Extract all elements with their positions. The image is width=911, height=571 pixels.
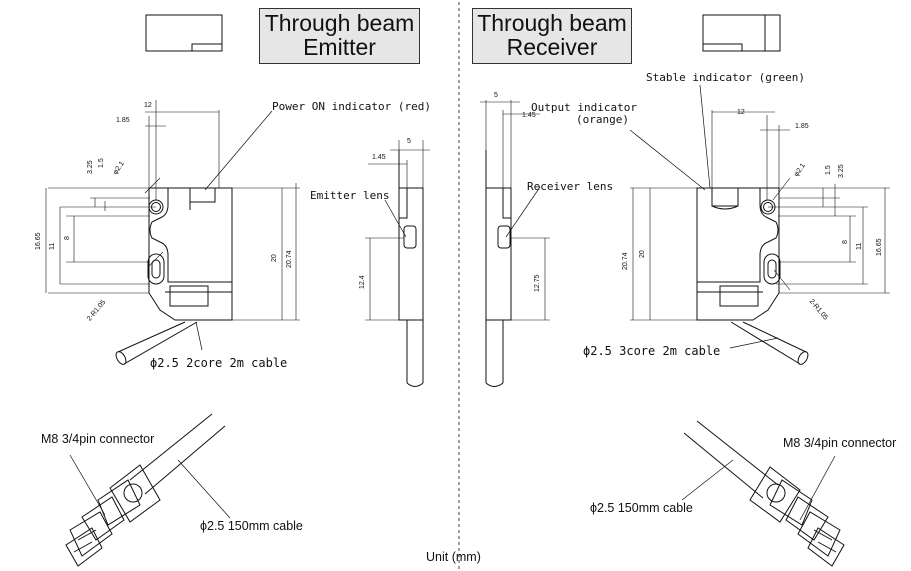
emitter-header: Through beam Emitter bbox=[259, 8, 420, 64]
dim-185-left: 1.85 bbox=[116, 117, 130, 124]
emitter-dim-lines bbox=[45, 100, 300, 321]
emitter-side-body bbox=[398, 150, 424, 387]
emitter-leaders bbox=[195, 110, 407, 351]
left-connector-leaders bbox=[69, 454, 231, 519]
receiver-front-dim-lines bbox=[630, 110, 890, 321]
dim-325-left: 3.25 bbox=[87, 160, 94, 174]
dim-145-right-side: 1.45 bbox=[522, 112, 536, 119]
emitter-header-line1: Through beam bbox=[264, 10, 415, 36]
receiver-side-dim-lines bbox=[480, 100, 550, 321]
dim-145-left-side: 1.45 bbox=[372, 154, 386, 161]
emitter-top-view bbox=[145, 14, 223, 52]
right-connector-drawing bbox=[683, 420, 845, 567]
dim-11-right: 11 bbox=[856, 242, 863, 250]
receiver-top-view bbox=[702, 14, 781, 52]
emitter-cable-label: ϕ2.5 2core 2m cable bbox=[150, 356, 288, 370]
receiver-front-body bbox=[696, 187, 809, 365]
dim-1665-right: 16.65 bbox=[876, 238, 883, 256]
right-connector-leaders bbox=[681, 455, 836, 521]
receiver-lens-label: Receiver lens bbox=[527, 180, 614, 193]
dim-12-right: 12 bbox=[737, 109, 745, 116]
stable-indicator-label: Stable indicator (green) bbox=[646, 71, 805, 84]
left-cable-label: ϕ2.5 150mm cable bbox=[200, 519, 303, 533]
right-cable-label: ϕ2.5 150mm cable bbox=[590, 501, 693, 515]
dim-124-left-side: 12.4 bbox=[359, 275, 366, 289]
dim-1665-left: 16.65 bbox=[35, 232, 42, 250]
emitter-side-dim-lines bbox=[365, 140, 430, 321]
emitter-front-body bbox=[115, 187, 233, 365]
unit-label: Unit (mm) bbox=[426, 550, 481, 564]
dim-8-left: 8 bbox=[64, 236, 71, 240]
receiver-cable-label: ϕ2.5 3core 2m cable bbox=[583, 344, 721, 358]
dim-1275-right-side: 12.75 bbox=[534, 274, 541, 292]
receiver-side-body bbox=[485, 150, 512, 387]
output-indicator-label-line2: (orange) bbox=[576, 113, 629, 126]
dim-8-right: 8 bbox=[842, 240, 849, 244]
output-indicator-label-line1: Output indicator bbox=[531, 101, 637, 114]
emitter-header-line2: Emitter bbox=[303, 34, 376, 60]
dim-20-left: 20 bbox=[271, 254, 278, 262]
receiver-header-line2: Receiver bbox=[506, 34, 598, 60]
dim-15-right: 1.5 bbox=[825, 165, 832, 175]
dim-12-left: 12 bbox=[144, 102, 152, 109]
right-connector-label: M8 3/4pin connector bbox=[783, 436, 897, 450]
left-connector-label: M8 3/4pin connector bbox=[41, 432, 155, 446]
power-on-indicator-label: Power ON indicator (red) bbox=[272, 100, 431, 113]
receiver-header-line1: Through beam bbox=[477, 10, 627, 36]
dim-15-left: 1.5 bbox=[98, 158, 105, 168]
receiver-leaders bbox=[505, 84, 779, 349]
dim-325-right: 3.25 bbox=[838, 164, 845, 178]
dim-5-left-side: 5 bbox=[407, 138, 411, 145]
dim-11-left: 11 bbox=[49, 242, 56, 250]
dim-2074-right: 20.74 bbox=[622, 252, 629, 270]
dim-185-right: 1.85 bbox=[795, 123, 809, 130]
dim-20-right: 20 bbox=[639, 250, 646, 258]
emitter-lens-label: Emitter lens bbox=[310, 189, 390, 202]
receiver-header: Through beam Receiver bbox=[472, 8, 632, 64]
dim-5-right-side: 5 bbox=[494, 92, 498, 99]
dim-2074-left: 20.74 bbox=[286, 250, 293, 268]
left-connector-drawing bbox=[65, 413, 226, 567]
